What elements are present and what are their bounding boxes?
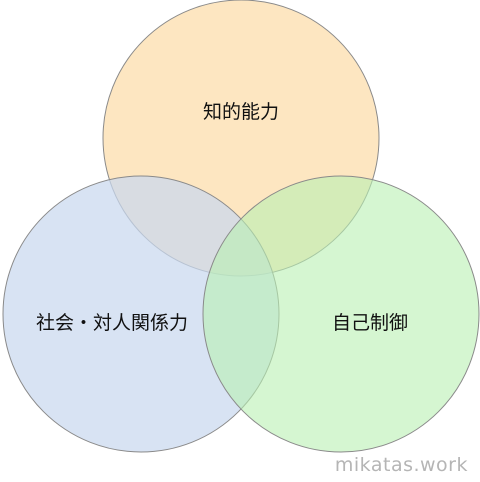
label-top: 知的能力 [203, 101, 279, 123]
label-right: 自己制御 [332, 312, 408, 334]
circle-right [202, 175, 480, 453]
watermark: mikatas.work [334, 454, 468, 476]
label-left: 社会・対人関係力 [36, 312, 188, 334]
